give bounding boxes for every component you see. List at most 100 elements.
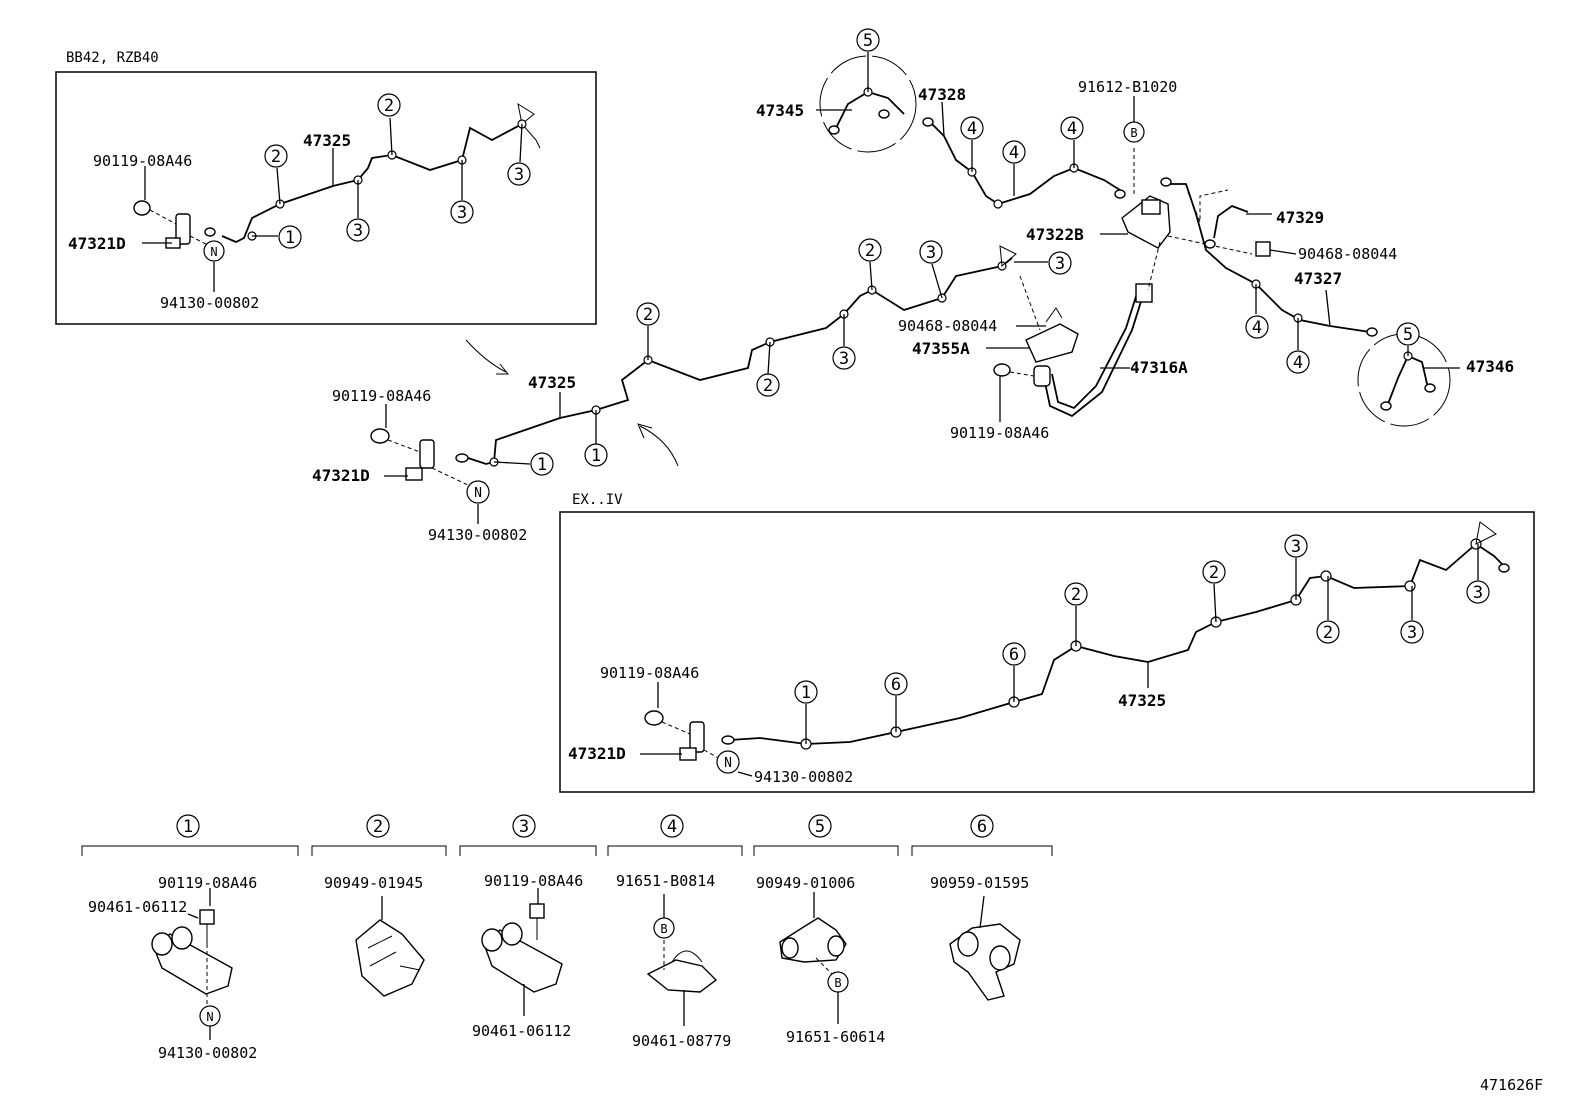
marker-1: 1: [278, 225, 302, 249]
brake-pipe-47325-inset: [221, 123, 523, 243]
flare-nut: [1160, 177, 1172, 187]
svg-text:2: 2: [271, 147, 281, 167]
bolt-head: [133, 200, 151, 216]
marker-4: 4: [960, 116, 984, 140]
main-assembly: 90119-08A46 47321D 94130-00802 47325 N 1…: [312, 28, 1514, 544]
marker-3: 3: [1048, 251, 1072, 275]
inset-caption: EX..IV: [572, 492, 623, 508]
marker-3: 3: [450, 200, 474, 224]
figure-code: 471626F: [1480, 1076, 1543, 1094]
hose-end-fitting: [1135, 283, 1153, 303]
inset-frame: [559, 511, 1535, 793]
leader: [389, 117, 393, 156]
clip-roll: [781, 937, 799, 959]
pointer-arrow: [637, 423, 679, 467]
label-nut: 94130-00802: [428, 526, 527, 544]
svg-text:5: 5: [863, 31, 873, 51]
marker-1: 1: [530, 452, 554, 476]
label-91612: 91612-B1020: [1078, 78, 1177, 96]
label-47322B: 47322B: [1026, 225, 1084, 244]
flare-nut: [828, 125, 840, 135]
legend-marker-6: 6: [970, 814, 994, 838]
flare-nut: [922, 117, 934, 127]
leader: [979, 895, 985, 929]
leader: [767, 341, 771, 375]
pipe-end-fitting: [999, 245, 1017, 268]
legend-marker-5: 5: [808, 814, 832, 838]
legend-marker-2: 2: [366, 814, 390, 838]
legend-part: 90959-01595: [930, 874, 1029, 892]
svg-text:2: 2: [1071, 585, 1081, 605]
leader-dashed: [1019, 275, 1041, 331]
sensor-connector: [405, 467, 423, 481]
clip-roll: [989, 945, 1011, 971]
marker-B: B: [653, 917, 675, 939]
svg-text:2: 2: [763, 376, 773, 396]
label-clip-mid: 90468-08044: [898, 317, 997, 335]
label-pipe-47325: 47325: [528, 373, 576, 392]
svg-text:3: 3: [1473, 583, 1483, 603]
abs-sensor-47321D: [419, 439, 435, 469]
svg-text:1: 1: [183, 817, 193, 837]
marker-2: 2: [1064, 582, 1088, 606]
leader: [493, 461, 531, 465]
flare-nut: [1114, 189, 1126, 199]
abs-sensor-47321D: [175, 213, 191, 245]
marker-2: 2: [636, 302, 660, 326]
label-pipe: 47325: [303, 131, 351, 150]
label-sensor: 47321D: [312, 466, 370, 485]
svg-text:N: N: [206, 1010, 213, 1024]
label-bolt: 90119-08A46: [600, 664, 699, 682]
bracket-47355A: [1025, 323, 1079, 363]
svg-text:3: 3: [514, 165, 524, 185]
marker-3: 3: [919, 240, 943, 264]
clip-node: [993, 199, 1003, 209]
svg-text:3: 3: [1055, 254, 1065, 274]
flexible-hose-47316A: [1043, 291, 1145, 418]
pipe-end-fitting: [1475, 521, 1497, 545]
label-nut: 94130-00802: [160, 294, 259, 312]
flare-nut: [1498, 563, 1510, 573]
legend-part: 91651-B0814: [616, 872, 715, 890]
marker-4: 4: [1286, 350, 1310, 374]
marker-4: 4: [1002, 140, 1026, 164]
label-47329: 47329: [1276, 208, 1324, 227]
brake-pipe-47346: [1387, 354, 1429, 405]
marker-4: 4: [1060, 116, 1084, 140]
detail-circle: [819, 55, 917, 153]
flare-nut: [455, 453, 469, 463]
legend-part: 90949-01945: [324, 874, 423, 892]
svg-text:1: 1: [591, 446, 601, 466]
brake-pipe-47328: [929, 121, 1121, 205]
clip-roll: [827, 935, 845, 957]
svg-text:1: 1: [801, 683, 811, 703]
legend-marker-1: 1: [176, 814, 200, 838]
legend-bracket: [607, 845, 743, 856]
bolt-head: [199, 909, 215, 925]
svg-text:3: 3: [1407, 623, 1417, 643]
marker-2: 2: [1202, 560, 1226, 584]
flare-nut: [1380, 401, 1392, 411]
flexible-hose-edge: [1051, 289, 1139, 410]
flare-nut: [1424, 383, 1436, 393]
brake-pipe-47327: [1170, 183, 1371, 333]
flare-nut: [1204, 239, 1216, 249]
svg-text:5: 5: [815, 817, 825, 837]
marker-6: 6: [1002, 642, 1026, 666]
bolt-head: [370, 428, 390, 444]
svg-text:6: 6: [891, 675, 901, 695]
label-47345: 47345: [756, 101, 804, 120]
marker-2: 2: [1316, 620, 1340, 644]
leader-dashed: [149, 209, 211, 247]
marker-B: B: [1123, 121, 1145, 143]
marker-3: 3: [346, 218, 370, 242]
brake-pipe-47329: [1213, 204, 1249, 239]
leader: [1325, 289, 1331, 327]
leader: [737, 771, 753, 777]
label-47346: 47346: [1466, 357, 1514, 376]
marker-N: N: [203, 240, 225, 262]
svg-text:6: 6: [977, 817, 987, 837]
svg-text:B: B: [1130, 126, 1137, 140]
leader-dashed: [815, 957, 835, 977]
svg-text:2: 2: [865, 241, 875, 261]
